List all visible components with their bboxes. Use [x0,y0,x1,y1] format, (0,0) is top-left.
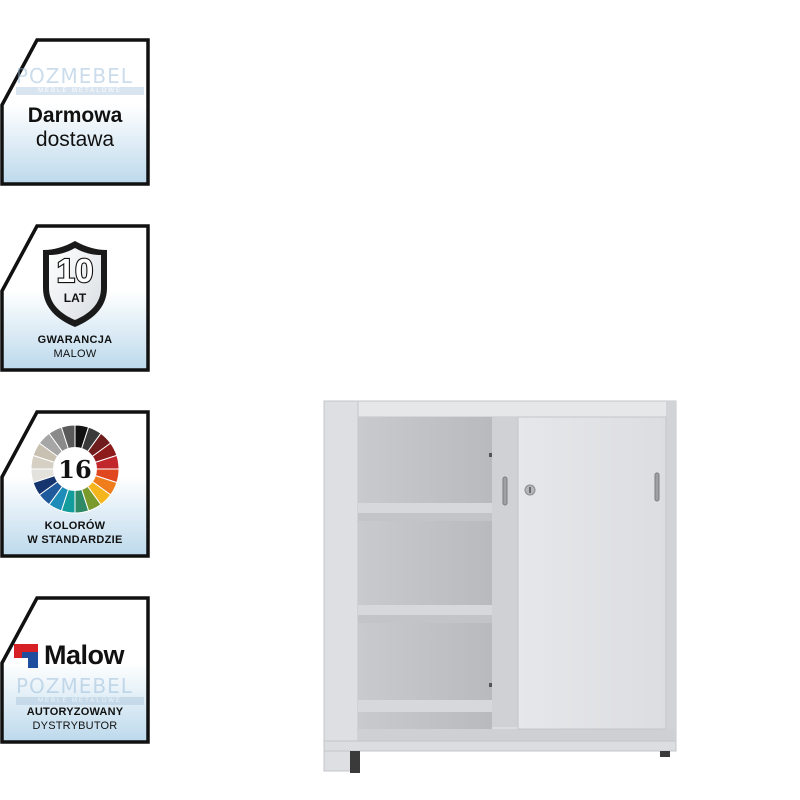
pozmebel-watermark: POZMEBEL MEBLE METALOWE [16,676,144,706]
delivery-badge: POZMEBEL MEBLE METALOWE Darmowa dostawa [0,38,150,186]
delivery-badge-frame [0,38,150,186]
malow-brand: Malow [44,640,125,670]
sliding-door-cabinet-image [323,400,677,773]
colors-number: 16 [58,455,91,484]
colors-badge: 16 KOLORÓW W STANDARDZIE [0,410,150,558]
color-wheel-icon: 16 [30,424,120,514]
warranty-unit: LAT [64,291,87,305]
pozmebel-watermark: POZMEBEL MEBLE METALOWE [16,66,144,96]
distributor-badge-frame [0,596,150,744]
watermark-subtitle: MEBLE METALOWE [16,87,144,95]
watermark-title: POZMEBEL [16,674,133,698]
distributor-line2: DYSTRYBUTOR [32,720,118,732]
distributor-line1: AUTORYZOWANY [26,706,124,718]
malow-logo-icon [14,644,38,668]
shield-icon: 10 LAT [43,241,107,327]
watermark-title: POZMEBEL [16,64,133,88]
delivery-line1: Darmowa [27,104,123,127]
warranty-badge: 10 LAT GWARANCJA MALOW [0,224,150,372]
warranty-number: 10 [57,252,94,289]
delivery-line2: dostawa [35,128,115,151]
watermark-subtitle: MEBLE METALOWE [16,697,144,705]
warranty-line2: MALOW [53,348,97,360]
warranty-line1: GWARANCJA [37,334,113,346]
colors-line1: KOLORÓW [44,520,106,532]
distributor-badge: Malow POZMEBEL MEBLE METALOWE AUTORYZOWA… [0,596,150,744]
colors-line2: W STANDARDZIE [27,534,123,546]
